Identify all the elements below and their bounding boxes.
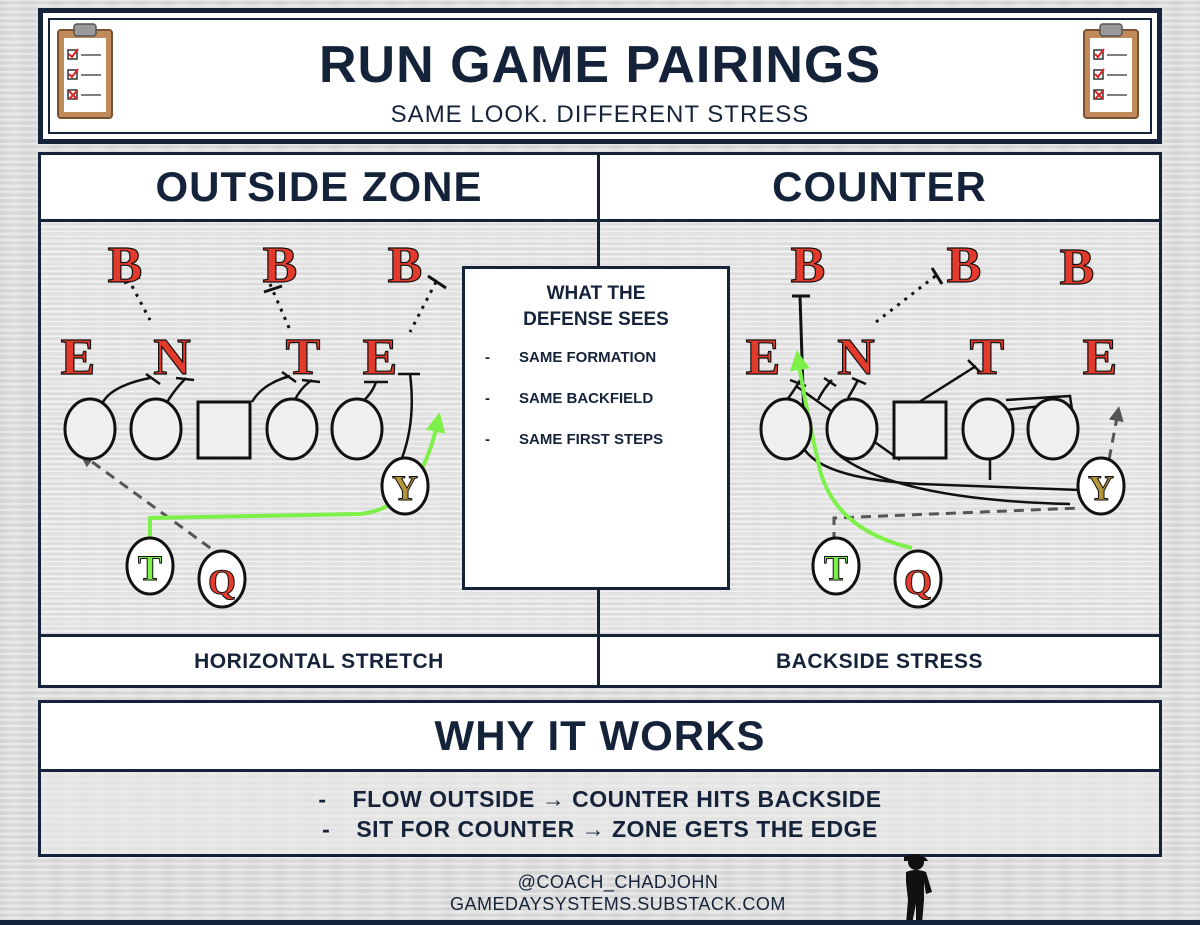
defender-tackle: T (970, 329, 1005, 386)
list-item: -SAME FORMATION (485, 349, 657, 366)
clipboard-icon (57, 23, 113, 119)
defender-end: E (746, 329, 781, 386)
defender-tackle: T (286, 329, 321, 386)
title-inner-frame (48, 18, 1152, 134)
defense-sees-list: -SAME FORMATION -SAME BACKFIELD -SAME FI… (465, 347, 727, 470)
player-tight-end: Y (1088, 468, 1114, 508)
defender-backer: B (791, 237, 826, 294)
why-body: -FLOW OUTSIDE → COUNTER HITS BACKSIDE -S… (38, 769, 1162, 857)
player-quarterback: Q (208, 562, 236, 602)
list-item: -SAME FIRST STEPS (485, 431, 664, 448)
credit-site: GAMEDAYSYSTEMS.SUBSTACK.COM (450, 894, 786, 914)
page-subtitle: SAME LOOK. DIFFERENT STRESS (390, 101, 810, 128)
bottom-bar (0, 920, 1200, 925)
play-caption-counter: BACKSIDE STRESS (597, 634, 1162, 688)
defense-sees-box: WHAT THE DEFENSE SEES -SAME FORMATION -S… (462, 266, 730, 590)
list-item: -SAME BACKFIELD (485, 390, 654, 407)
page-title: RUN GAME PAIRINGS (318, 36, 882, 94)
play-header-counter: COUNTER (597, 152, 1162, 222)
defender-backer: B (1060, 239, 1095, 296)
defender-nose: N (837, 329, 875, 386)
defender-end: E (363, 329, 398, 386)
why-line: -FLOW OUTSIDE → COUNTER HITS BACKSIDE (318, 786, 882, 812)
credit-handle: @COACH_CHADJOHN (517, 872, 719, 892)
why-title: WHY IT WORKS (434, 712, 766, 759)
outside-zone-diagram: Y T Q B B B E N T E (60, 236, 447, 609)
play-name: COUNTER (772, 163, 987, 210)
defender-backer: B (263, 237, 298, 294)
player-quarterback: Q (904, 562, 932, 602)
player-tailback: T (824, 548, 848, 588)
counter-diagram: Y T Q B B B E N T E (745, 236, 1126, 609)
play-header-outside-zone: OUTSIDE ZONE (38, 152, 600, 222)
defender-backer: B (108, 237, 143, 294)
player-tight-end: Y (392, 468, 418, 508)
player-tailback: T (138, 548, 162, 588)
play-caption-outside-zone: HORIZONTAL STRETCH (38, 634, 600, 688)
play-name: OUTSIDE ZONE (155, 163, 483, 210)
defender-nose: N (153, 329, 191, 386)
why-line: -SIT FOR COUNTER → ZONE GETS THE EDGE (322, 816, 878, 842)
coach-silhouette-icon (904, 854, 932, 924)
play-caption: BACKSIDE STRESS (775, 650, 984, 673)
play-caption: HORIZONTAL STRETCH (194, 650, 444, 673)
title-banner: RUN GAME PAIRINGS SAME LOOK. DIFFERENT S… (38, 8, 1162, 144)
defense-sees-title: WHAT THE DEFENSE SEES (523, 283, 669, 330)
defender-backer: B (947, 237, 982, 294)
defender-backer: B (388, 237, 423, 294)
why-header: WHY IT WORKS (38, 700, 1162, 772)
defender-end: E (1083, 329, 1118, 386)
defender-end: E (61, 329, 96, 386)
clipboard-icon (1083, 23, 1139, 119)
